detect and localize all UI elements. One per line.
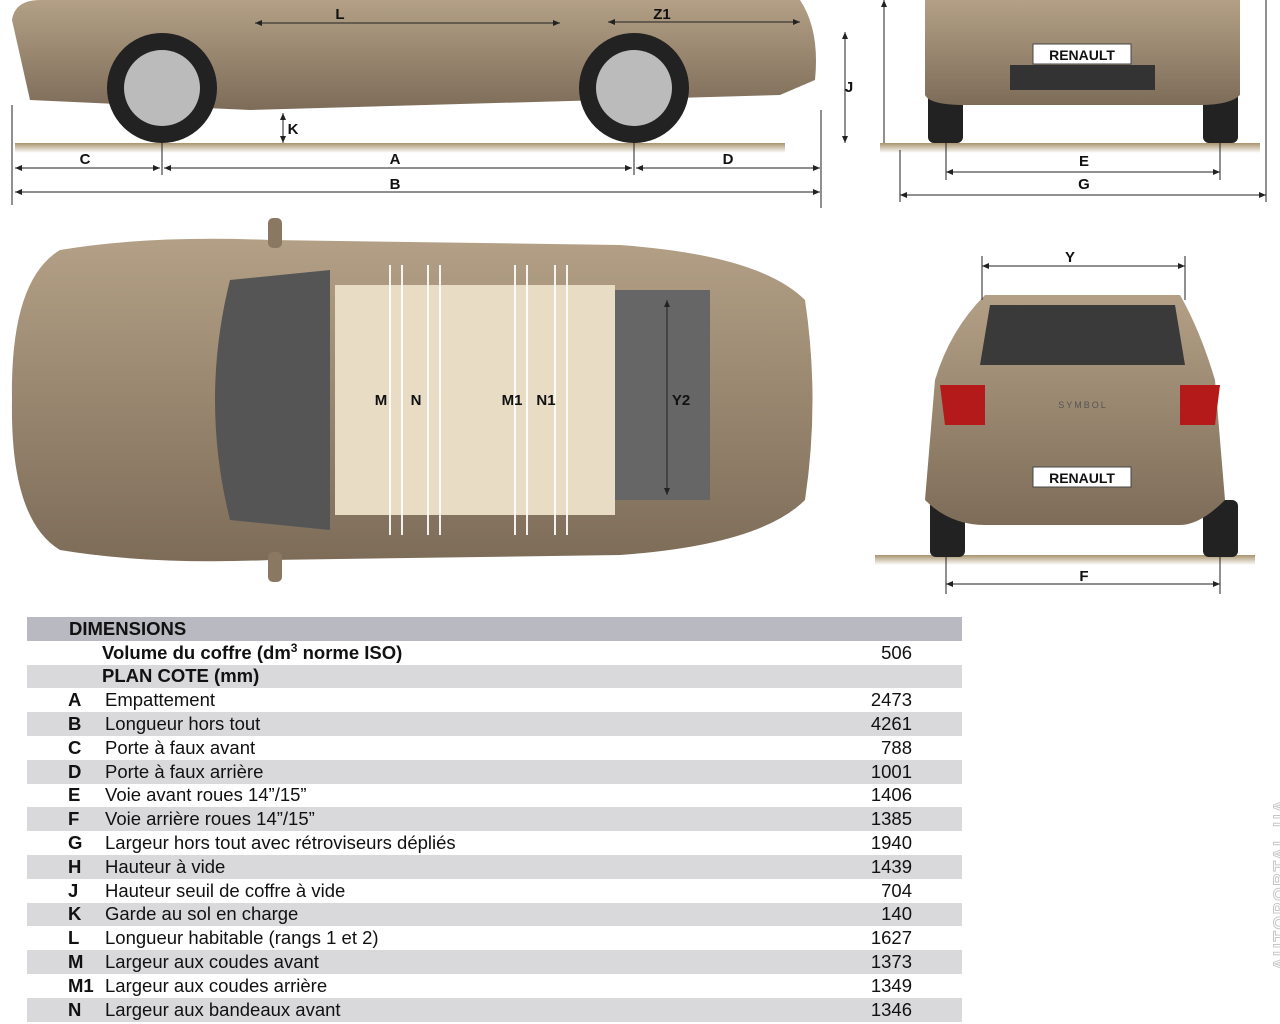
row-label: Largeur aux coudes avant [105, 951, 319, 973]
row-value: 2473 [870, 689, 912, 711]
row-value: 1349 [870, 974, 912, 996]
dim-label-D: D [723, 151, 734, 168]
row-label: Voie avant roues 14”/15” [105, 784, 307, 806]
volume-label-sup: 3 [290, 641, 298, 656]
row-code: H [68, 855, 82, 877]
table-row: N Largeur aux bandeaux avant 1346 [27, 997, 962, 1022]
dim-label-Z1: Z1 [653, 6, 671, 23]
table-row: C Porte à faux avant 788 [27, 736, 962, 760]
row-value: 1346 [870, 998, 912, 1020]
table-row: A Empattement 2473 [27, 688, 962, 712]
row-label: Volume du coffre (dm3 norme ISO) [102, 641, 402, 664]
row-label: Largeur aux bandeaux avant [105, 998, 341, 1020]
dim-label-Y: Y [1065, 249, 1075, 266]
row-code: B [68, 713, 82, 735]
table-row: G Largeur hors tout avec rétroviseurs dép… [27, 831, 962, 855]
row-value: 1373 [870, 951, 912, 973]
dimensions-table: DIMENSIONS Volume du coffre (dm3 norme I… [27, 617, 962, 1022]
row-code: M [68, 951, 84, 973]
dim-label-M: M [375, 392, 388, 409]
row-code: N [68, 998, 82, 1020]
row-code: L [68, 927, 80, 949]
row-label: Voie arrière roues 14”/15” [105, 808, 315, 830]
car-dimension-diagrams: L Z1 J K C A D B RENAULT E G [11, 0, 1267, 594]
row-label: Longueur habitable (rangs 1 et 2) [105, 927, 379, 949]
row-label: Largeur hors tout avec rétroviseurs dépl… [105, 832, 456, 854]
table-row: K Garde au sol en charge 140 [27, 902, 962, 927]
row-label: Largeur aux coudes arrière [105, 974, 328, 996]
row-label: Porte à faux arrière [105, 760, 264, 782]
row-value: 1406 [870, 784, 912, 806]
row-code: G [68, 832, 83, 854]
table-row: F Voie arrière roues 14”/15” 1385 [27, 807, 962, 832]
side-view: L Z1 J K C A D B [11, 0, 853, 208]
table-section-row: PLAN COTE (mm) [27, 664, 962, 689]
row-code: D [68, 760, 82, 782]
row-label: Hauteur seuil de coffre à vide [105, 879, 346, 901]
table-row-volume: Volume du coffre (dm3 norme ISO) 506 [27, 641, 962, 665]
dim-label-Y2: Y2 [672, 392, 690, 409]
row-value: 1439 [870, 855, 912, 877]
front-view: RENAULT E G [880, 0, 1267, 202]
dim-label-K: K [288, 121, 299, 138]
rear-license-plate: RENAULT [1049, 470, 1115, 486]
dim-label-B: B [390, 176, 401, 193]
dim-label-J: J [845, 79, 853, 96]
row-code: M1 [68, 974, 94, 996]
row-value: 506 [881, 641, 912, 663]
row-value: 140 [881, 903, 912, 925]
table-row: J Hauteur seuil de coffre à vide 704 [27, 879, 962, 903]
row-code: A [68, 689, 82, 711]
dim-label-G: G [1078, 176, 1090, 193]
rear-view: SYMBOL RENAULT Y F [875, 249, 1255, 594]
table-title: DIMENSIONS [69, 617, 187, 639]
table-row: E Voie avant roues 14”/15” 1406 [27, 784, 962, 808]
table-row: M1 Largeur aux coudes arrière 1349 [27, 974, 962, 998]
top-view: M N M1 N1 Y2 [11, 218, 813, 582]
dim-label-F: F [1079, 568, 1088, 585]
row-label: Porte à faux avant [105, 736, 256, 758]
volume-label-post: norme ISO) [297, 642, 403, 664]
dim-label-M1: M1 [502, 392, 523, 409]
row-label: Longueur hors tout [105, 713, 261, 735]
front-license-plate: RENAULT [1049, 47, 1115, 63]
dim-label-L: L [335, 6, 344, 23]
dim-label-C: C [80, 151, 91, 168]
dim-label-N1: N1 [536, 392, 555, 409]
row-value: 788 [881, 736, 912, 758]
dim-label-N: N [411, 392, 422, 409]
model-badge: SYMBOL [1058, 400, 1108, 410]
table-row: B Longueur hors tout 4261 [27, 712, 962, 736]
row-code: K [68, 903, 82, 925]
row-code: C [68, 736, 82, 758]
table-row: M Largeur aux coudes avant 1373 [27, 950, 962, 974]
table-header-row: DIMENSIONS [27, 617, 962, 641]
section-title: PLAN COTE (mm) [102, 665, 260, 687]
row-code: F [68, 808, 80, 830]
table-row: D Porte à faux arrière 1001 [27, 759, 962, 784]
row-code: J [68, 879, 79, 901]
dim-label-A: A [390, 151, 401, 168]
table-row: H Hauteur à vide 1439 [27, 854, 962, 879]
row-value: 1627 [870, 927, 912, 949]
row-value: 704 [881, 879, 912, 901]
dim-label-E: E [1079, 153, 1089, 170]
row-value: 1001 [870, 760, 912, 782]
volume-label-pre: Volume du coffre (dm [102, 642, 291, 664]
row-value: 4261 [870, 713, 912, 735]
watermark: AUTOPORTAL.UA [1270, 798, 1280, 971]
row-label: Garde au sol en charge [105, 903, 299, 925]
table-row: L Longueur habitable (rangs 1 et 2) 1627 [27, 926, 962, 950]
row-label: Empattement [105, 689, 216, 711]
row-code: E [68, 784, 81, 806]
row-value: 1940 [870, 832, 912, 854]
row-value: 1385 [870, 808, 912, 830]
row-label: Hauteur à vide [105, 855, 226, 877]
